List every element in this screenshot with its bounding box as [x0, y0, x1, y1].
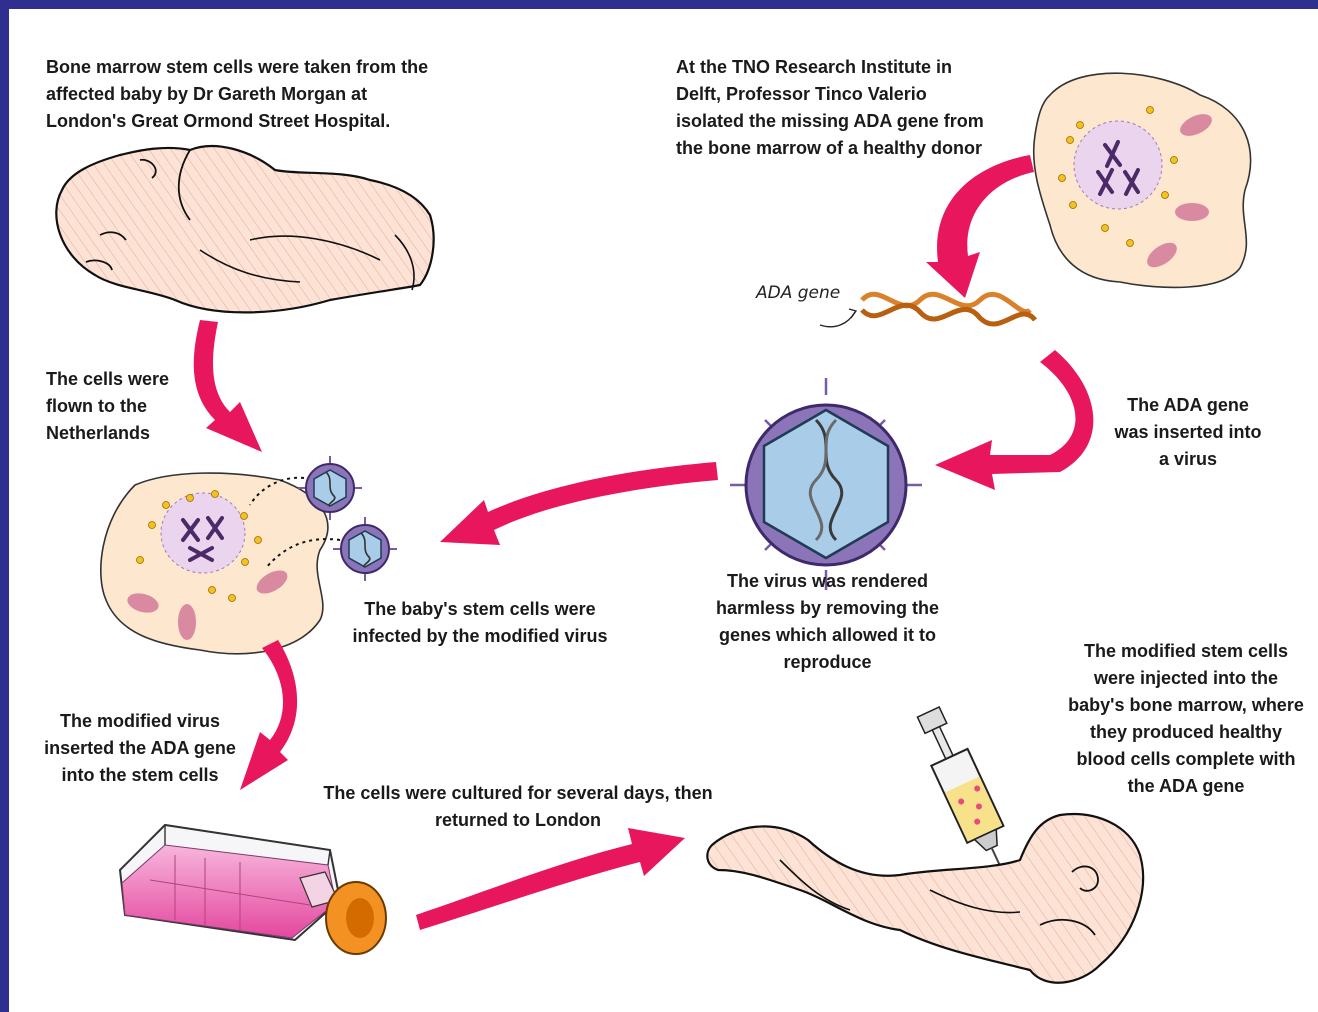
- infant-illustration: [707, 814, 1143, 983]
- step-insert-virus-text: The ADA gene was inserted into a virus: [1108, 392, 1268, 473]
- step-virus-inserted-text: The modified virus inserted the ADA gene…: [40, 708, 240, 789]
- step-cultured-text: The cells were cultured for several days…: [318, 780, 718, 834]
- flow-arrow: [440, 462, 718, 545]
- flow-arrow: [935, 350, 1093, 490]
- flow-arrow: [240, 640, 297, 790]
- flow-arrow: [194, 320, 262, 452]
- virus: [730, 378, 922, 590]
- step-harmless-text: The virus was rendered harmless by remov…: [700, 568, 955, 676]
- stem-cell: [101, 473, 328, 654]
- step-injected-text: The modified stem cells were injected in…: [1068, 638, 1304, 800]
- flow-arrow: [926, 155, 1034, 298]
- ada-gene-label: ADA gene: [756, 283, 840, 303]
- culture-flask: [120, 825, 386, 954]
- donor-cell: [1034, 73, 1251, 287]
- step-flown-text: The cells were flown to the Netherlands: [46, 366, 186, 447]
- flow-arrow: [416, 828, 685, 930]
- step-harvest-text: Bone marrow stem cells were taken from t…: [46, 54, 446, 135]
- small-virus: [333, 517, 397, 581]
- dna-helix: [820, 294, 1035, 327]
- step-infected-text: The baby's stem cells were infected by t…: [330, 596, 630, 650]
- step-isolate-text: At the TNO Research Institute in Delft, …: [676, 54, 986, 162]
- baby-illustration: [56, 146, 433, 312]
